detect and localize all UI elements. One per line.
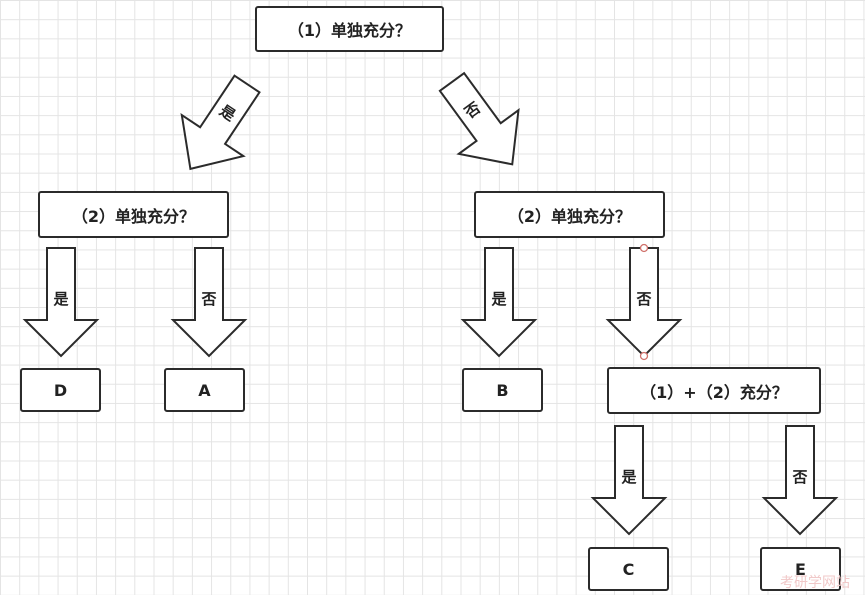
- arrow-right-yes: 是: [460, 247, 538, 358]
- arrow-combined-no-label: 否: [791, 468, 807, 486]
- node-root-question: （1）单独充分？: [255, 6, 444, 52]
- arrow-root-no: 否: [438, 71, 520, 166]
- node-left-question: （2）单独充分？: [38, 191, 229, 238]
- arrow-combined-no: 否: [761, 425, 839, 536]
- node-right-question: （2）单独充分？: [474, 191, 665, 238]
- selection-handle-top[interactable]: [639, 243, 649, 253]
- arrow-right-no: 否: [605, 247, 683, 358]
- node-combined-question: （1）+（2）充分？: [607, 367, 821, 414]
- arrow-right-no-label: 否: [635, 290, 651, 308]
- node-answer-e: E: [760, 547, 841, 591]
- arrow-left-no: 否: [170, 247, 248, 358]
- arrow-combined-yes-label: 是: [620, 468, 637, 486]
- arrow-combined-yes: 是: [590, 425, 668, 536]
- node-answer-c: C: [588, 547, 669, 591]
- node-answer-b: B: [462, 368, 543, 412]
- arrow-right-yes-label: 是: [490, 290, 507, 308]
- arrow-left-no-label: 否: [200, 290, 216, 308]
- arrow-left-yes: 是: [22, 247, 100, 358]
- arrow-left-yes-label: 是: [52, 290, 69, 308]
- arrow-root-yes: 是: [180, 74, 261, 171]
- node-answer-d: D: [20, 368, 101, 412]
- node-answer-a: A: [164, 368, 245, 412]
- watermark-text: 考研学网站: [780, 575, 850, 591]
- selection-handle-bottom[interactable]: [639, 351, 649, 361]
